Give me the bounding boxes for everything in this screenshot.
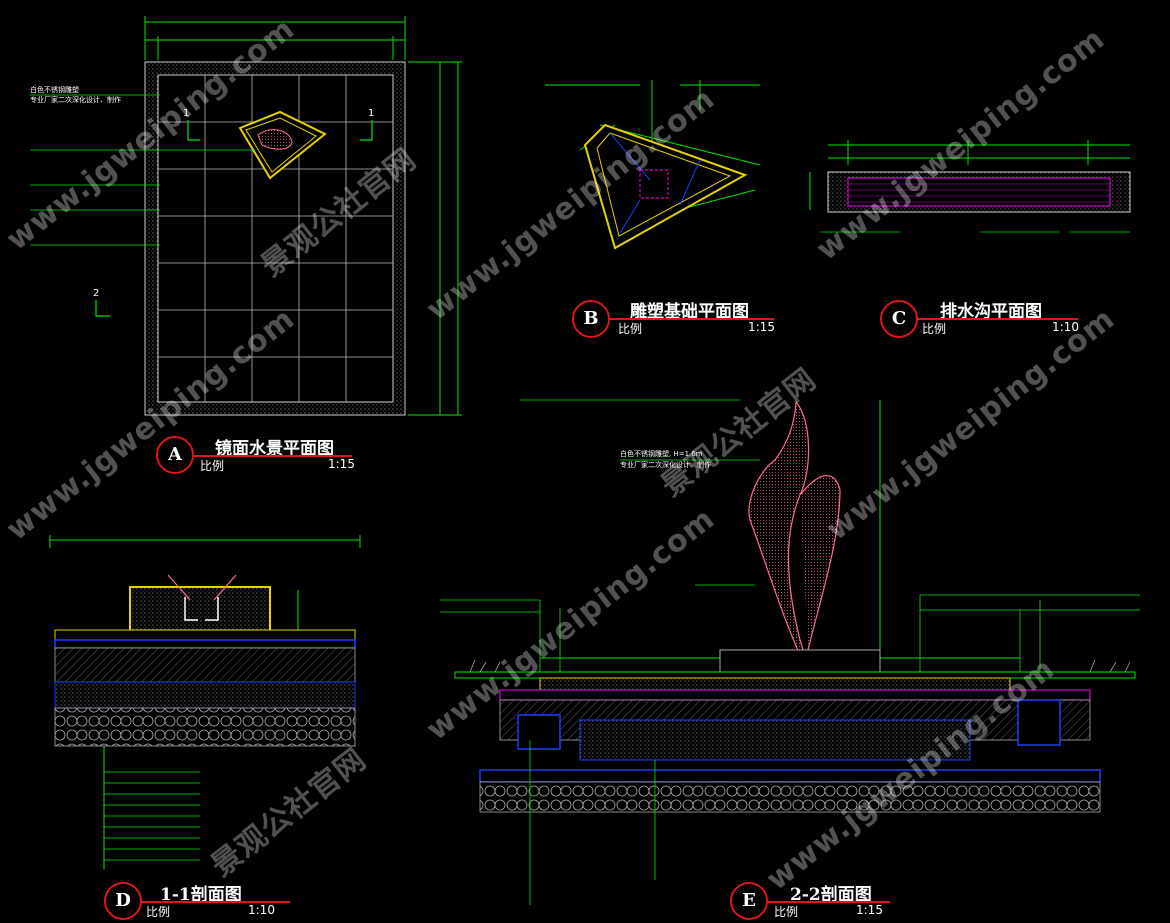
drawing-title-d: 1-1剖面图 [160,885,242,905]
note-e-fabrication: 专业厂家二次深化设计、制作 [620,461,711,469]
plan-b-foundation [545,80,761,250]
title-underline-c [916,318,1078,320]
plan-c-drainage [809,140,1131,233]
scale-label-c: 比例 [922,322,947,336]
scale-value-a: 1:15 [328,457,355,471]
scale-value-b: 1:15 [748,320,775,334]
scale-label-a: 比例 [200,459,225,473]
drawing-title-a: 镜面水景平面图 [215,439,334,459]
drawing-tag-b: B [572,300,610,338]
section-marker-1-right: 1 [368,108,375,119]
drawing-tag-e: E [730,882,768,920]
title-underline-e [766,901,890,903]
drawing-tag-c: C [880,300,918,338]
note-a-fabrication: 专业厂家二次深化设计、制作 [30,96,121,104]
section-d-1-1 [49,535,361,870]
title-underline-d [140,901,290,903]
drawing-tag-a: A [156,436,194,474]
note-e-sculpture: 白色不锈钢雕塑, H=1.6m [620,450,703,458]
scale-value-e: 1:15 [856,903,883,917]
note-a-material: 白色不锈钢雕塑 [30,86,79,94]
drawing-title-b: 雕塑基础平面图 [630,302,749,322]
section-e-2-2 [440,399,1140,905]
section-marker-1-left: 1 [183,108,190,119]
section-marker-2: 2 [93,288,100,299]
scale-value-c: 1:10 [1052,320,1079,334]
title-underline-b [608,318,774,320]
scale-label-b: 比例 [618,322,643,336]
scale-value-d: 1:10 [248,903,275,917]
drawing-title-c: 排水沟平面图 [940,302,1042,322]
title-underline-a [192,455,352,457]
drawing-title-e: 2-2剖面图 [790,885,872,905]
plan-a-mirror-pool [30,16,462,416]
drawing-tag-d: D [104,882,142,920]
scale-label-d: 比例 [146,905,171,919]
scale-label-e: 比例 [774,905,799,919]
